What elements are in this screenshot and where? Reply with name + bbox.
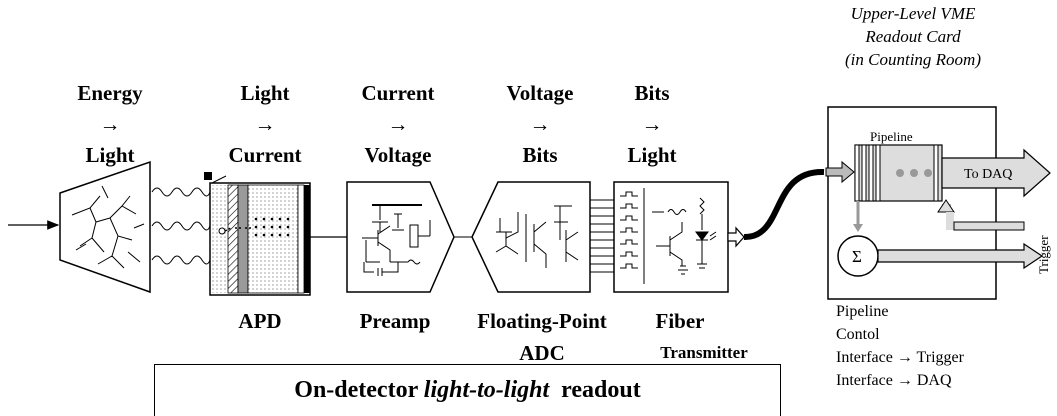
stage-arrow: → xyxy=(529,112,551,136)
adc-label-line2: ADC xyxy=(519,341,565,365)
vme-title-line2: Readout Card xyxy=(865,27,961,46)
stage-title-voltage-bits: Voltage → Bits xyxy=(475,78,605,171)
vme-title-line3: (in Counting Room) xyxy=(845,50,981,69)
vme-function-pipeline: Pipeline xyxy=(836,303,889,320)
adc-label-line1: Floating-Point xyxy=(477,309,607,333)
stage-title-top: Bits xyxy=(634,81,670,105)
light-waves xyxy=(151,187,211,265)
stage-title-top: Light xyxy=(240,81,290,105)
fiber-label-line1: Fiber xyxy=(655,309,705,333)
trigger-label: Trigger xyxy=(1036,235,1051,274)
data-bus xyxy=(590,199,614,273)
stage-arrow: → xyxy=(641,112,663,136)
stage-title-bits-light: Bits → Light xyxy=(587,78,717,171)
stage-title-bottom: Light xyxy=(85,143,135,167)
vme-function-control: Contol xyxy=(836,326,880,343)
preamp-device xyxy=(346,181,455,293)
stage-title-bottom: Bits xyxy=(522,143,558,167)
stage-title-light-current: Light → Current xyxy=(200,78,330,171)
crystal-scintillator xyxy=(59,160,151,294)
stage-title-bottom: Current xyxy=(228,143,302,167)
stage-arrow: → xyxy=(254,112,276,136)
banner-emphasis: light-to-light xyxy=(423,377,550,403)
sum-symbol: Σ xyxy=(852,247,862,266)
pipeline-label: Pipeline xyxy=(870,129,913,144)
stage-title-current-voltage: Current → Voltage xyxy=(333,78,463,171)
fiber-cable xyxy=(743,168,825,241)
stage-arrow: → xyxy=(387,112,409,136)
stage-title-energy-light: Energy → Light xyxy=(45,78,175,171)
fiber-transmitter-device xyxy=(613,181,745,293)
stage-title-bottom: Light xyxy=(627,143,677,167)
vme-card-title: Upper-Level VME Readout Card (in Countin… xyxy=(808,2,1018,71)
stage-arrow: → xyxy=(99,112,121,136)
vme-function-trigger-interface: Interface → Trigger xyxy=(836,349,964,366)
adc-device xyxy=(454,181,591,293)
preamp-label: Preamp xyxy=(359,309,431,333)
apd-device xyxy=(204,172,311,296)
stage-title-bottom: Voltage xyxy=(364,143,432,167)
vme-function-daq-interface: Interface → DAQ xyxy=(836,372,952,389)
stage-title-top: Voltage xyxy=(506,81,574,105)
apd-label: APD xyxy=(238,309,282,333)
readout-banner: On-detector light-to-light readout xyxy=(154,364,781,416)
banner-prefix: On-detector xyxy=(294,377,424,403)
banner-suffix: readout xyxy=(549,377,641,403)
stage-title-top: Energy xyxy=(77,81,143,105)
fiber-label-line2: Transmitter xyxy=(660,343,748,362)
vme-readout-card xyxy=(825,106,1051,300)
to-daq-label: To DAQ xyxy=(964,167,1012,182)
stage-title-top: Current xyxy=(361,81,435,105)
vme-title-line1: Upper-Level VME xyxy=(850,4,976,23)
